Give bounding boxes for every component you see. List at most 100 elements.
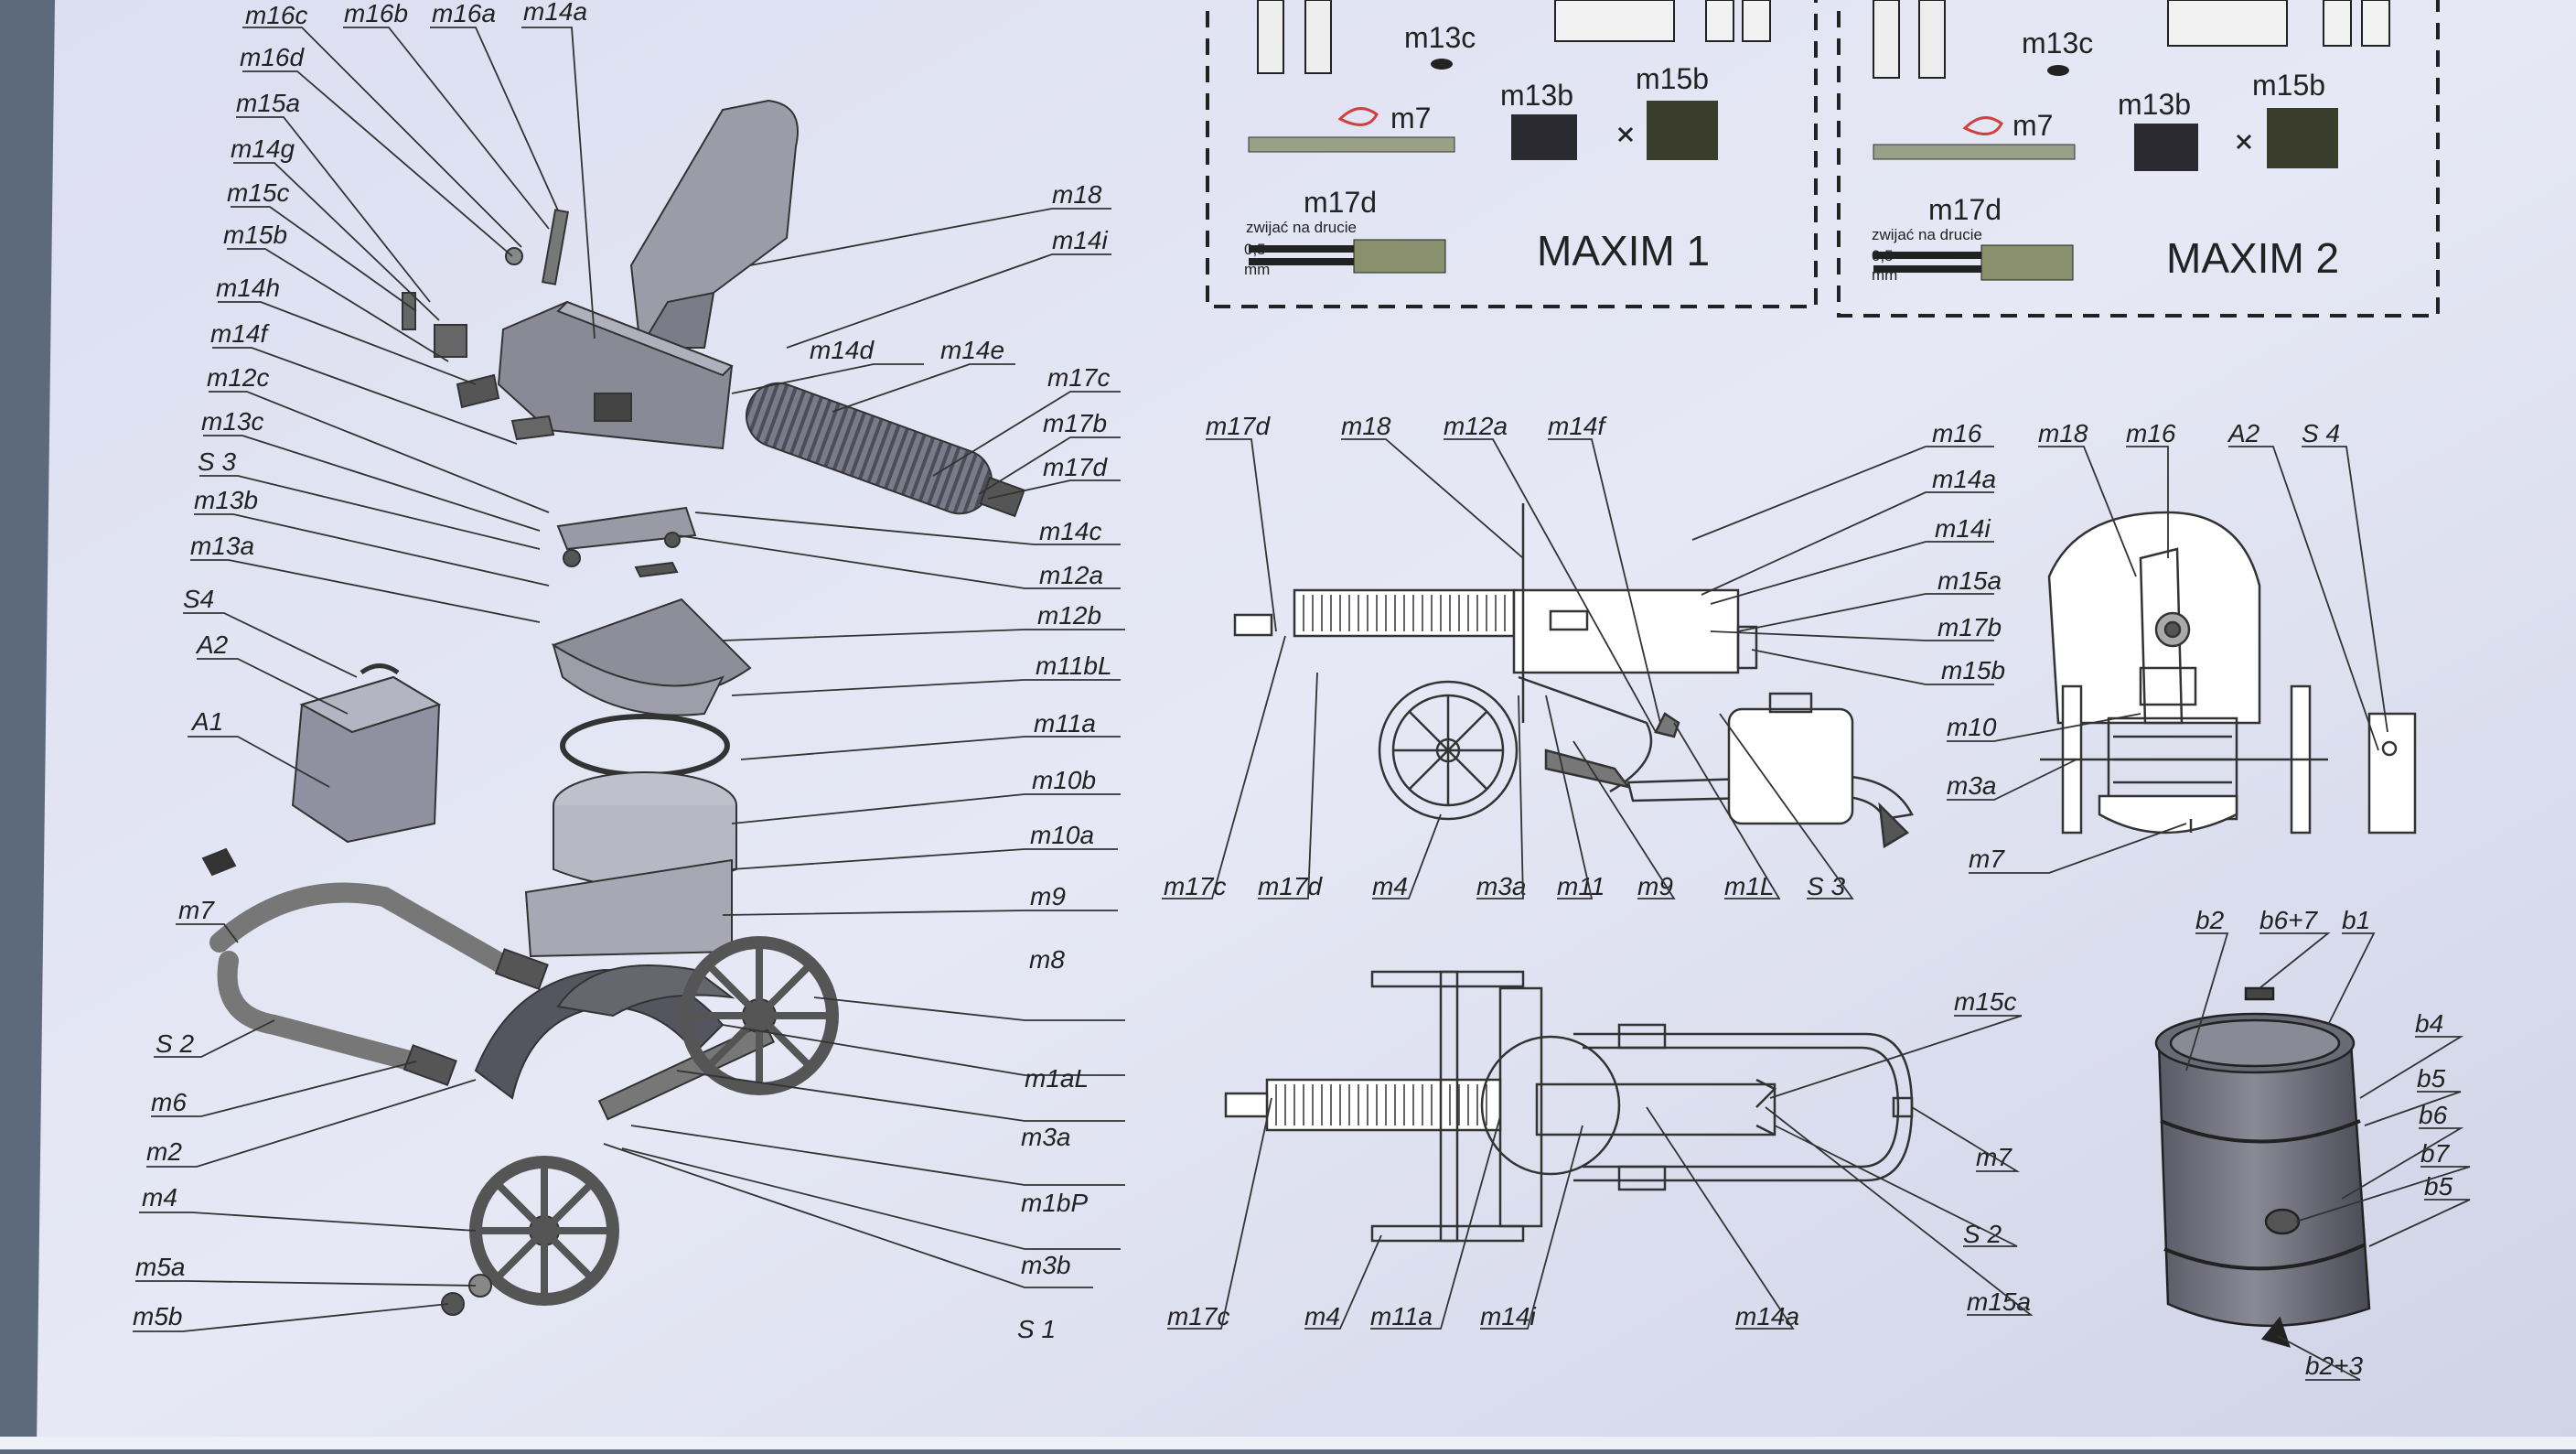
label-m4-left: m4 (142, 1183, 177, 1212)
fuel-barrel-drawing (2154, 986, 2371, 1348)
maxim1-label-m7: m7 (1390, 102, 1431, 135)
label-m16b: m16b (344, 0, 408, 27)
maxim1-wire-size: 0,5 (1244, 241, 1266, 258)
label-m13b: m13b (194, 486, 258, 514)
maxim2-label-m15b: m15b (2252, 69, 2325, 102)
label-A1: A1 (190, 707, 223, 736)
maxim1-label-m13b: m13b (1500, 79, 1573, 112)
side-label-m15b: m15b (1941, 656, 2005, 684)
top-label-S2: S 2 (1963, 1220, 2002, 1248)
label-m14a: m14a (523, 0, 587, 26)
label-m13c: m13c (201, 407, 263, 436)
side-label-m9: m9 (1637, 872, 1673, 900)
front-label-S4: S 4 (2302, 419, 2340, 447)
label-m6: m6 (151, 1088, 187, 1116)
label-m3a: m3a (1021, 1123, 1070, 1151)
label-m11bL: m11bL (1036, 652, 1112, 680)
label-m10b: m10b (1032, 766, 1096, 794)
front-label-m3a: m3a (1947, 771, 1996, 800)
side-label-m17c-bottom: m17c (1164, 872, 1226, 900)
front-label-m18: m18 (2038, 419, 2088, 447)
barrel-label-b1: b1 (2342, 906, 2370, 934)
template-box-maxim2 (1837, 0, 2440, 318)
label-S2: S 2 (156, 1029, 194, 1058)
maxim2-label-m7: m7 (2012, 109, 2053, 142)
maxim2-label-m13c: m13c (2022, 27, 2093, 59)
barrel-label-b5-top: b5 (2417, 1064, 2446, 1093)
front-view-drawing (2040, 511, 2417, 835)
maxim1-label-m13c: m13c (1404, 21, 1476, 54)
label-m5b: m5b (133, 1302, 182, 1330)
label-m1aL: m1aL (1025, 1064, 1089, 1093)
barrel-label-b2: b2 (2195, 906, 2225, 934)
label-m3b: m3b (1021, 1251, 1070, 1279)
front-label-A2: A2 (2227, 419, 2260, 447)
side-label-m4: m4 (1372, 872, 1408, 900)
label-m11a: m11a (1034, 709, 1096, 738)
side-label-m15a: m15a (1937, 566, 2002, 595)
label-m7-left: m7 (178, 896, 215, 924)
maxim2-wire-size: 0,5 (1872, 247, 1894, 264)
exploded-view-drawing (201, 99, 1025, 1316)
label-m17d: m17d (1043, 453, 1108, 481)
side-label-S3: S 3 (1807, 872, 1845, 900)
label-m14c: m14c (1039, 517, 1101, 545)
maxim2-wire-note: zwijać na drucie (1872, 226, 1982, 243)
label-m12a: m12a (1039, 561, 1103, 589)
label-m16c: m16c (245, 1, 307, 29)
side-label-m3a: m3a (1476, 872, 1526, 900)
top-label-m4: m4 (1304, 1302, 1340, 1330)
label-m16d: m16d (240, 43, 305, 71)
maxim2-title: MAXIM 2 (2166, 234, 2339, 282)
top-label-m14a: m14a (1735, 1302, 1799, 1330)
side-label-m11: m11 (1557, 872, 1605, 900)
side-label-m14f: m14f (1548, 412, 1607, 440)
side-label-m12a: m12a (1444, 412, 1508, 440)
maxim2-wire-unit: mm (1872, 266, 1897, 284)
top-label-m11a: m11a (1370, 1302, 1433, 1330)
label-m13a: m13a (190, 532, 254, 560)
label-m16a: m16a (432, 0, 496, 27)
label-m12c: m12c (207, 363, 269, 392)
top-label-m15c: m15c (1954, 987, 2016, 1016)
label-m14g: m14g (231, 135, 295, 163)
maxim1-wire-note: zwijać na drucie (1246, 219, 1357, 236)
template-box-maxim1 (1206, 0, 1818, 308)
front-label-m16: m16 (2126, 419, 2176, 447)
label-m9: m9 (1030, 882, 1066, 910)
label-S3: S 3 (198, 447, 236, 476)
label-m12b: m12b (1037, 601, 1101, 630)
top-label-m17c: m17c (1167, 1302, 1229, 1330)
label-m18: m18 (1052, 180, 1102, 209)
maxim1-label-m15b: m15b (1636, 62, 1709, 95)
label-S4: S4 (183, 585, 214, 613)
label-m14e: m14e (940, 336, 1004, 364)
top-view-drawing (1224, 970, 1914, 1243)
side-label-m17d-bottom: m17d (1258, 872, 1323, 900)
top-label-m14i: m14i (1480, 1302, 1536, 1330)
top-label-m15a: m15a (1967, 1287, 2031, 1316)
side-label-m16: m16 (1932, 419, 1982, 447)
maxim2-label-m17d: m17d (1928, 193, 2002, 226)
side-view-drawing (1233, 503, 1914, 849)
label-m5a: m5a (135, 1253, 185, 1281)
maxim2-label-m13b: m13b (2118, 88, 2191, 121)
label-S1: S 1 (1017, 1315, 1056, 1343)
label-m14i: m14i (1052, 226, 1108, 254)
label-m14f: m14f (210, 319, 270, 348)
front-label-m10: m10 (1947, 713, 1997, 741)
label-m14d: m14d (810, 336, 875, 364)
maxim1-title: MAXIM 1 (1537, 227, 1710, 275)
label-A2: A2 (195, 630, 229, 659)
maxim1-label-m17d: m17d (1304, 186, 1377, 219)
side-label-m18: m18 (1341, 412, 1391, 440)
label-m14h: m14h (216, 274, 280, 302)
label-m8: m8 (1029, 945, 1065, 974)
label-m15b: m15b (223, 221, 287, 249)
label-m17b: m17b (1043, 409, 1107, 437)
barrel-label-b6-7: b6+7 (2259, 906, 2318, 934)
front-label-m7: m7 (1969, 845, 2005, 873)
